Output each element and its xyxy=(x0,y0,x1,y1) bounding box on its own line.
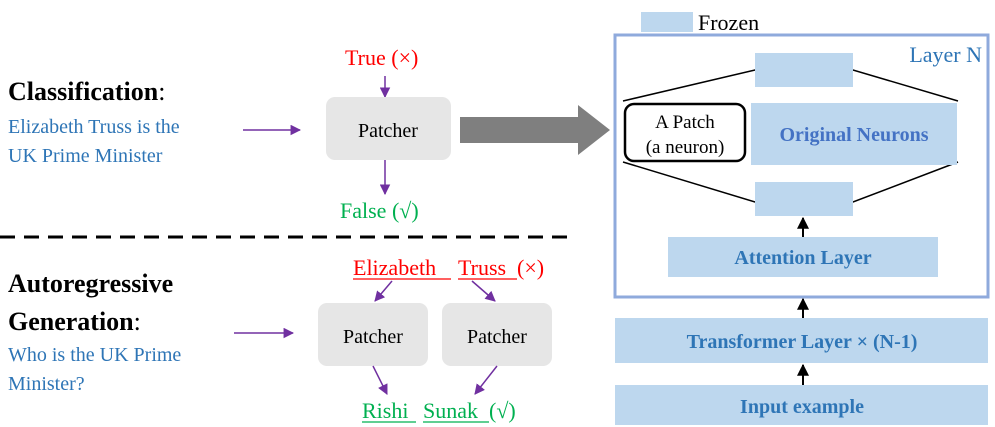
generation-bottom-word2: Sunak xyxy=(423,398,478,423)
classification-patcher-label: Patcher xyxy=(358,120,418,142)
transformer-layers-label: Transformer Layer × (N-1) xyxy=(687,331,918,353)
layer-n-frame xyxy=(613,33,990,299)
generation-patcher-right-box xyxy=(442,303,552,366)
generation-bottom-mark: (√) xyxy=(489,398,516,423)
arrow-truss-to-patcher xyxy=(471,280,496,302)
generation-bottom-word1: Rishi xyxy=(362,398,408,423)
generation-patcher-left-box xyxy=(318,303,428,366)
generation-title-line2: Generation: xyxy=(8,307,141,336)
classification-input-line2: UK Prime Minister xyxy=(8,145,163,167)
generation-top-mark: (×) xyxy=(517,255,544,280)
arrow-elizabeth-to-patcher xyxy=(374,280,393,302)
legend-frozen-swatch xyxy=(641,12,693,32)
patch-neuron-line2: (a neuron) xyxy=(646,137,725,158)
generation-input-line2: Minister? xyxy=(8,373,85,395)
patch-neuron-line1: A Patch xyxy=(655,112,715,133)
original-neurons-block xyxy=(751,103,957,165)
generation-input-line1: Who is the UK Prime xyxy=(8,344,181,366)
classification-input-line1: Elizabeth Truss is the xyxy=(8,116,180,138)
attention-layer-block xyxy=(668,237,938,277)
input-example-label: Input example xyxy=(740,396,864,418)
legend-frozen-label: Frozen xyxy=(698,10,759,35)
transformer-layers-block xyxy=(615,318,988,363)
classification-patcher-box xyxy=(326,97,451,160)
layer-n-title: Layer N xyxy=(909,42,982,67)
classification-title: Classification: xyxy=(8,77,165,106)
generation-top-word1: Elizabeth xyxy=(353,255,436,280)
attention-layer-label: Attention Layer xyxy=(734,247,871,269)
ffn-bottom-block xyxy=(755,182,853,216)
generation-patcher-left-label: Patcher xyxy=(343,326,403,348)
patch-neuron-box xyxy=(623,102,747,163)
arrow-patcher-to-sunak xyxy=(474,365,498,395)
generation-patcher-right-label: Patcher xyxy=(467,326,527,348)
big-arrow-to-layer xyxy=(460,105,610,155)
input-example-block xyxy=(615,385,988,425)
arrow-patcher-to-rishi xyxy=(372,365,388,395)
classification-output-true: True (×) xyxy=(345,45,418,70)
original-neurons-label: Original Neurons xyxy=(779,124,928,146)
generation-title-line1: Autoregressive xyxy=(8,269,173,298)
classification-output-false: False (√) xyxy=(340,198,419,223)
generation-top-word2: Truss xyxy=(458,255,506,280)
ffn-top-block xyxy=(755,53,853,87)
